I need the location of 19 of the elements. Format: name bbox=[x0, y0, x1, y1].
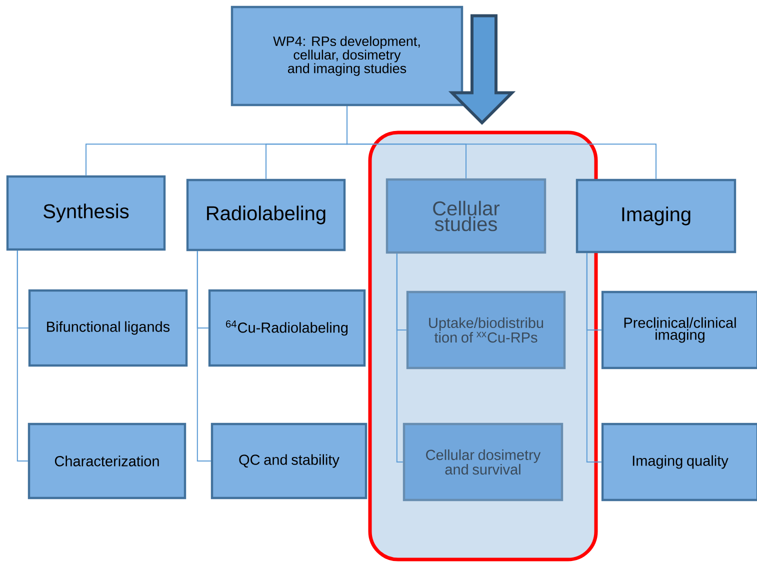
task-box: Cellular dosimetry and survival bbox=[402, 422, 564, 502]
task-box: QC and stability bbox=[210, 422, 368, 500]
task-box: Characterization bbox=[28, 422, 186, 500]
process-box: Radiolabeling bbox=[186, 178, 346, 252]
process-box: Synthesis bbox=[6, 175, 166, 251]
connector-line bbox=[16, 250, 28, 462]
task-box: Imaging quality bbox=[601, 422, 757, 502]
connector-line bbox=[196, 250, 212, 462]
task-box: Preclinical/clinical imaging bbox=[601, 290, 757, 370]
task-box: Uptake/biodistribu tion of $^{xx}$Cu-RPs bbox=[406, 290, 566, 370]
process-box: Imaging bbox=[576, 178, 736, 254]
block-arrow bbox=[448, 14, 516, 125]
process-box: WP4: RPs development, cellular, dosimetry and imaging studies bbox=[230, 6, 464, 106]
connector-line bbox=[346, 106, 656, 180]
connector-line bbox=[396, 253, 404, 462]
connector-line bbox=[586, 252, 602, 462]
task-box: Bifunctional ligands bbox=[28, 289, 188, 367]
process-box: Cellular studies bbox=[386, 178, 546, 254]
task-box: $^{64}$Cu-Radiolabeling bbox=[208, 289, 366, 367]
